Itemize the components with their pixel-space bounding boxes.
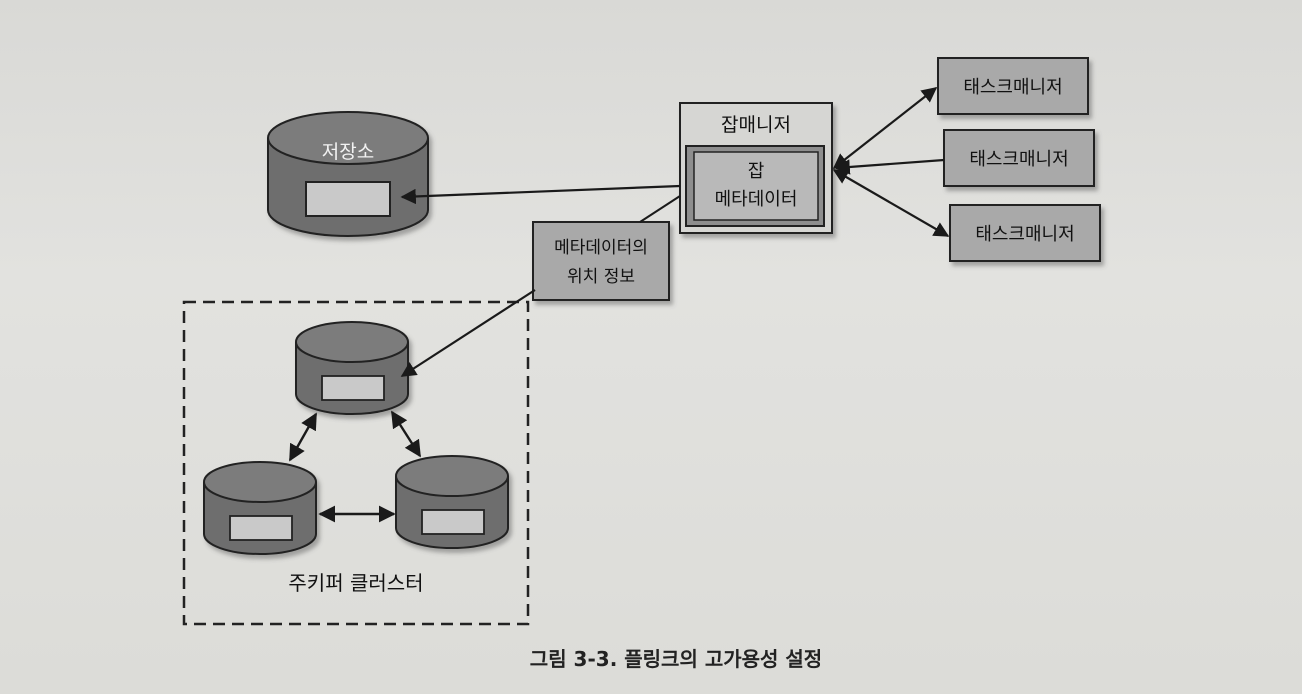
jobmanager-title: 잡매니저 — [721, 114, 791, 136]
taskmanager-box-2 — [943, 129, 1095, 187]
taskmanager-label-3: 태스크매니저 — [975, 224, 1074, 245]
zookeeper-node-left-block — [229, 515, 293, 541]
arrow-metadata-location-to-zookeeper — [400, 289, 536, 377]
storage-cylinder — [267, 111, 429, 237]
figure-caption: 그림 3-3. 플링크의 고가용성 설정 — [530, 647, 822, 671]
arrow-zk-top-left — [288, 412, 318, 462]
arrow-zk-top-right — [390, 410, 422, 458]
storage-data-block — [305, 181, 391, 217]
line-jobmanager-to-metadata-location — [639, 195, 681, 223]
zookeeper-cluster-boundary — [182, 300, 530, 626]
metadata-location-line1: 메타데이터의 — [554, 238, 648, 258]
job-metadata-line2: 메타데이터 — [715, 189, 798, 210]
taskmanager-box-1 — [937, 57, 1089, 115]
arrow-jobmanager-to-storage — [400, 184, 681, 205]
zookeeper-cluster-label: 주키퍼 클러스터 — [288, 571, 423, 595]
job-metadata-inner — [693, 151, 819, 221]
metadata-location-box — [532, 221, 670, 301]
taskmanager-label-2: 태스크매니저 — [969, 149, 1068, 170]
job-metadata-line1: 잡 — [748, 161, 765, 182]
zookeeper-node-right-block — [421, 509, 485, 535]
taskmanager-box-3 — [949, 204, 1101, 262]
taskmanager-label-1: 태스크매니저 — [963, 77, 1062, 98]
storage-label: 저장소 — [322, 141, 374, 163]
arrow-jobmanager-taskmanager-3 — [832, 169, 950, 237]
arrow-jobmanager-taskmanager-2 — [834, 158, 945, 175]
zookeeper-node-top-block — [321, 375, 385, 401]
metadata-location-line2: 위치 정보 — [567, 267, 635, 287]
arrow-jobmanager-taskmanager-1 — [832, 87, 938, 169]
